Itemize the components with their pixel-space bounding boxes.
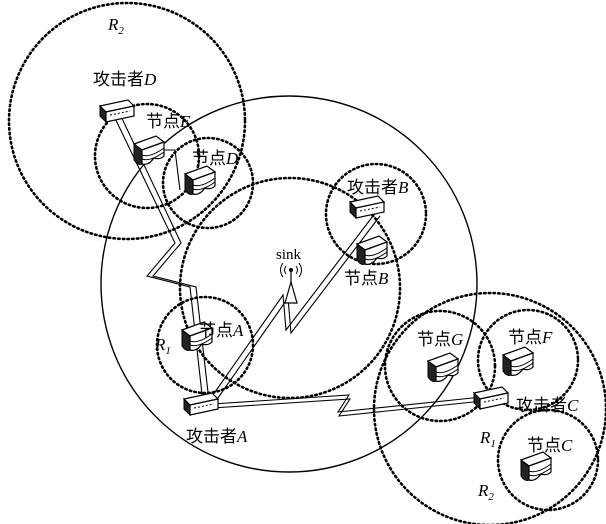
- node-G-label: 节点G: [417, 330, 463, 349]
- wormhole-link-A-B: [208, 212, 376, 402]
- node-E-sensor-icon: [134, 136, 164, 165]
- radius-label-r2-bottom: R2: [477, 481, 494, 503]
- attacker-D-label: 攻击者D: [93, 70, 157, 89]
- radius-label-r1-left: R1: [154, 335, 171, 357]
- attacker-A-router-icon: [184, 393, 218, 415]
- attacker-A-label: 攻击者A: [186, 427, 248, 446]
- node-G-sensor-icon: [428, 353, 458, 382]
- node-D-label: 节点D: [192, 149, 239, 168]
- radius-label-r1-right: R1: [479, 428, 496, 450]
- radius-label-r2-top: R2: [107, 15, 124, 37]
- node-B-label: 节点B: [344, 269, 389, 288]
- node-E-label: 节点E: [146, 112, 191, 131]
- node-C-sensor-icon: [521, 452, 551, 481]
- attacker-D-router-icon: [100, 100, 134, 122]
- node-F-sensor-icon: [503, 347, 533, 376]
- node-D-sensor-icon: [185, 166, 215, 195]
- node-A-label: 节点A: [199, 321, 244, 340]
- attacker-C-router-icon: [474, 387, 508, 409]
- node-F-label: 节点F: [508, 328, 553, 347]
- sink-label: sink: [276, 247, 302, 263]
- node-C-label: 节点C: [527, 436, 573, 455]
- attacker-C-label: 攻击者C: [516, 396, 579, 415]
- attacker-B-label: 攻击者B: [347, 178, 409, 197]
